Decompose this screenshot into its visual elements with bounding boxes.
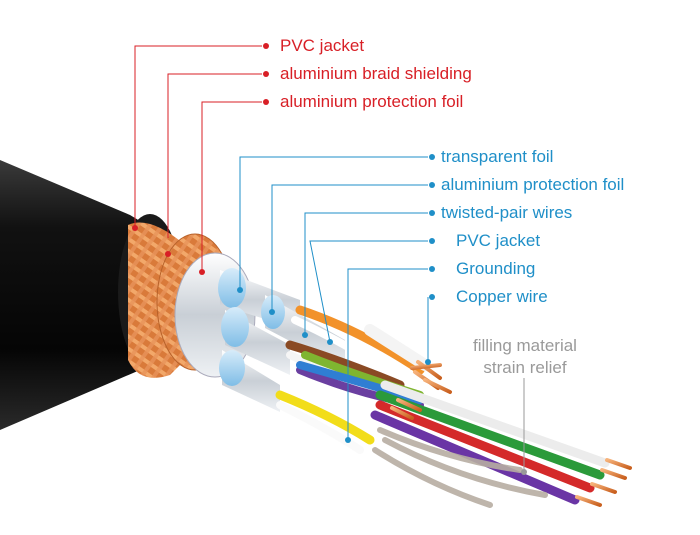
label-copper-wire: Copper wire xyxy=(456,287,548,306)
blue-callout-dots xyxy=(237,154,435,443)
label-transparent-foil: transparent foil xyxy=(441,147,554,166)
label-aluminium-braid-shielding: aluminium braid shielding xyxy=(280,64,472,83)
grey-callout-dot xyxy=(521,469,527,475)
twisted-wires xyxy=(275,305,610,505)
label-pvc-jacket-outer: PVC jacket xyxy=(280,36,365,55)
label-aluminium-protection-foil-outer: aluminium protection foil xyxy=(280,92,464,111)
label-twisted-pair-wires: twisted-pair wires xyxy=(441,203,573,222)
copper-tips xyxy=(390,360,632,507)
label-grounding: Grounding xyxy=(456,259,536,278)
blue-callouts xyxy=(239,156,429,440)
label-aluminium-protection-foil-inner: aluminium protection foil xyxy=(441,175,625,194)
shielded-pairs xyxy=(218,268,345,412)
red-callouts xyxy=(134,45,262,270)
label-pvc-jacket-inner: PVC jacket xyxy=(456,231,541,250)
label-filling-material: filling material xyxy=(473,336,577,355)
label-strain-relief: strain relief xyxy=(483,358,567,377)
filling-strands xyxy=(372,427,548,508)
red-callout-dots xyxy=(132,43,269,275)
